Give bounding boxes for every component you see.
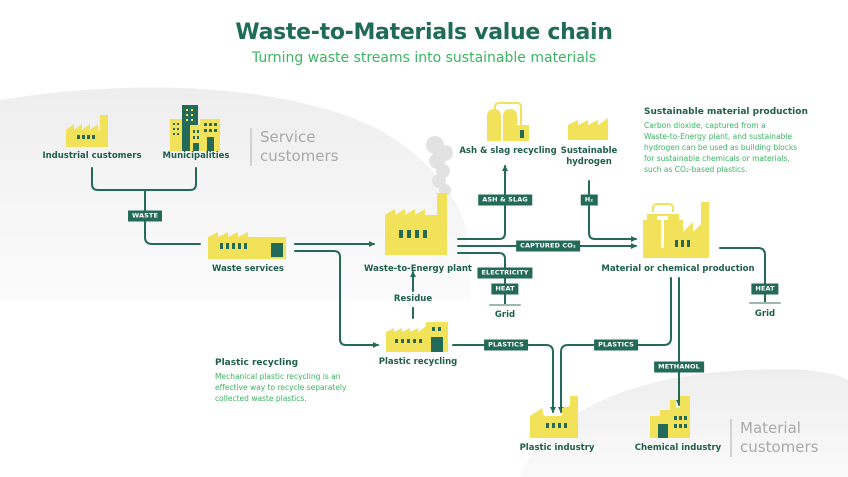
node-material-production: Material or chemical production: [601, 264, 755, 274]
factory-roof-icon: [568, 118, 608, 140]
smoking-factory-icon: [385, 136, 453, 255]
note-line: Mechanical plastic recycling is an: [215, 372, 341, 381]
hydrogen-line1: Sustainable: [560, 146, 618, 156]
chemical-industry-icon: [650, 396, 690, 438]
flow-tag-methanol: METHANOL: [654, 361, 704, 373]
flow-tag-h2: H₂: [580, 194, 598, 206]
node-industrial-customers: Industrial customers: [42, 151, 142, 161]
node-residue: Residue: [393, 294, 433, 304]
node-wte-plant: Waste-to-Energy plant: [364, 264, 472, 274]
recycling-factory-icon: [386, 322, 448, 352]
flow-tag-plastics-1: PLASTICS: [484, 339, 528, 351]
node-chemical-industry: Chemical industry: [634, 443, 722, 453]
connector-h2: [588, 180, 637, 242]
page-title: Waste-to-Materials value chain: [235, 20, 613, 45]
note-sustainable-material-body: Carbon dioxide, captured from a Waste-to…: [644, 120, 797, 175]
flow-tag-waste: WASTE: [128, 210, 162, 222]
page-subtitle: Turning waste streams into sustainable m…: [251, 50, 597, 66]
flow-tag-heat-2: HEAT: [751, 283, 779, 295]
service-customers-background: [0, 87, 470, 300]
connector-ash-slag: [457, 165, 508, 240]
note-line: collected waste plastics.: [215, 394, 307, 403]
flow-tag-captured-co2: CAPTURED CO₂: [516, 240, 580, 252]
node-ash-slag-recycling: Ash & slag recycling: [459, 146, 557, 156]
flow-tag-plastics-2: PLASTICS: [594, 339, 638, 351]
connector-waste: [144, 189, 201, 245]
service-customers-line2: customers: [260, 147, 339, 165]
factory-icon: [66, 115, 108, 147]
tanks-icon: [487, 102, 529, 141]
note-plastic-recycling-body: Mechanical plastic recycling is an effec…: [215, 371, 346, 404]
connector-plastics-1: [452, 344, 556, 413]
note-plastic-recycling-title: Plastic recycling: [215, 358, 299, 368]
flow-tag-heat-1: HEAT: [491, 283, 519, 295]
note-line: hydrogen can be used as building blocks: [644, 143, 798, 152]
hydrogen-line2: hydrogen: [566, 157, 612, 167]
note-line: effective way to recycle separately: [215, 383, 347, 392]
service-customers-line1: Service: [260, 128, 316, 146]
node-waste-services: Waste services: [212, 264, 284, 274]
node-plastic-industry: Plastic industry: [519, 443, 595, 453]
node-plastic-recycling: Plastic recycling: [378, 357, 458, 367]
connector-electricity: [457, 252, 506, 305]
flow-tag-ash-slag: ASH & SLAG: [478, 194, 532, 206]
material-customers-line1: Material: [740, 419, 801, 437]
material-customers-line2: customers: [740, 438, 819, 456]
service-customers-label: Service customers: [250, 128, 338, 166]
node-municipalities: Municipalities: [162, 151, 230, 161]
node-grid-2: Grid: [754, 309, 776, 319]
note-sustainable-material-title: Sustainable material production: [644, 107, 808, 117]
chemical-plant-icon: [643, 202, 709, 258]
buildings-icon: [170, 105, 220, 151]
material-customers-label: Material customers: [730, 419, 818, 457]
note-line: Waste-to-Energy plant, and sustainable: [644, 132, 793, 141]
node-grid-1: Grid: [494, 310, 516, 320]
note-line: Carbon dioxide, captured from a: [644, 121, 766, 130]
note-line: for sustainable chemicals or materials,: [644, 154, 790, 163]
node-sustainable-hydrogen: Sustainable hydrogen: [561, 146, 618, 168]
connector-heat-2: [719, 247, 766, 303]
connector-waste-to-plastic-recycling: [294, 250, 379, 348]
plastic-industry-icon: [530, 396, 578, 438]
warehouse-icon: [208, 232, 286, 259]
note-line: such as CO₂-based plastics.: [644, 165, 748, 174]
flow-tag-electricity: ELECTRICITY: [477, 267, 533, 279]
